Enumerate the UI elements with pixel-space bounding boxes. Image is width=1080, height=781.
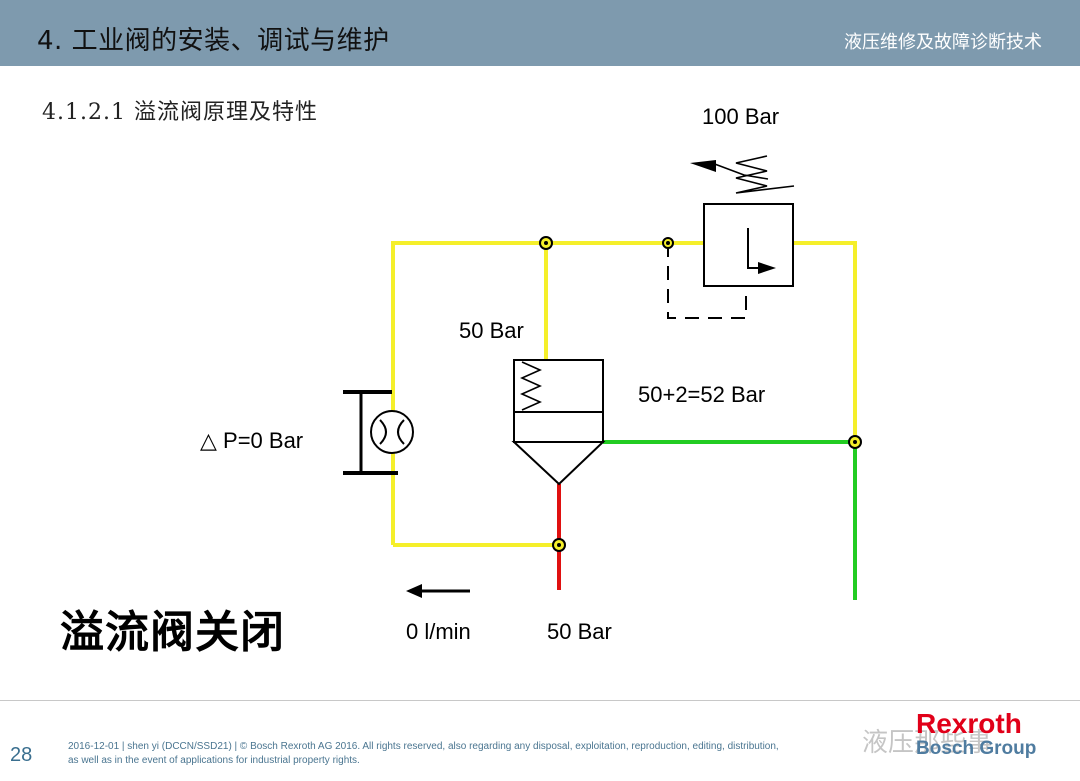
section-heading: 4.1.2.1 溢流阀原理及特性 bbox=[42, 100, 318, 125]
pilot-pressure-label: 100 Bar bbox=[702, 104, 780, 129]
slide-title: 4. 工业阀的安装、调试与维护 bbox=[37, 26, 390, 56]
yellow-pressure-lines bbox=[391, 241, 857, 547]
adjust-arrow bbox=[711, 162, 769, 180]
footer-divider bbox=[0, 700, 1080, 701]
flow-arrow-icon bbox=[406, 584, 470, 598]
main-valve bbox=[511, 359, 606, 486]
brand-logo: Rexroth Bosch Group bbox=[916, 710, 1056, 760]
outlet-pressure-label: 50 Bar bbox=[547, 619, 612, 644]
main-spring bbox=[520, 361, 542, 411]
footer-legal: 2016-12-01 | shen yi (DCCN/SSD21) | © Bo… bbox=[68, 740, 868, 768]
header-bar: 4. 工业阀的安装、调试与维护 液压维修及故障诊断技术 bbox=[0, 0, 1080, 66]
watermark: 液压那些事 bbox=[862, 728, 993, 758]
pilot-drain-line bbox=[667, 243, 747, 319]
pilot-spring bbox=[735, 155, 795, 194]
page-number: 28 bbox=[10, 744, 33, 766]
sum-pressure-label: 50+2=52 Bar bbox=[638, 382, 766, 407]
valve-state-caption: 溢流阀关闭 bbox=[60, 607, 285, 658]
main-spring-label: 50 Bar bbox=[459, 318, 524, 343]
relief-valve-diagram bbox=[343, 155, 862, 600]
delta-p-label: △ P=0 Bar bbox=[200, 428, 304, 453]
brand-rexroth: Rexroth bbox=[916, 708, 1022, 739]
flow-rate-label: 0 l/min bbox=[406, 619, 471, 644]
junction-dots bbox=[539, 236, 862, 552]
delta-p-gauge bbox=[343, 390, 414, 475]
brand-bosch-group: Bosch Group bbox=[916, 738, 1037, 759]
footer-legal-line2: as well as in the event of applications … bbox=[68, 755, 360, 766]
green-return-line bbox=[603, 440, 857, 600]
footer-legal-line1: 2016-12-01 | shen yi (DCCN/SSD21) | © Bo… bbox=[68, 741, 779, 752]
course-title: 液压维修及故障诊断技术 bbox=[844, 32, 1042, 53]
pilot-valve bbox=[690, 155, 795, 287]
